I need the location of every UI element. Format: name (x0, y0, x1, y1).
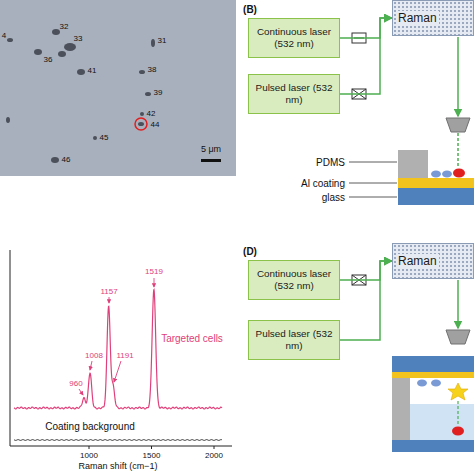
target-cell (452, 427, 464, 436)
chip-fluid (410, 404, 474, 440)
callout-number: 42 (147, 110, 156, 119)
tick-label: 1000 (80, 452, 98, 461)
node-text: Pulsed laser (532 nm) (249, 82, 339, 106)
peak-label: 1008 (85, 352, 103, 361)
laser-path (340, 18, 392, 38)
leader-line (349, 183, 397, 184)
target-cell (453, 169, 465, 178)
scale-bar (201, 159, 221, 162)
microscope-image (0, 0, 236, 176)
scale-label: 5 μm (201, 145, 221, 155)
callout-number: 41 (88, 67, 97, 76)
node-text: Pulsed laser (532 nm) (249, 328, 339, 352)
laser-path (340, 261, 392, 340)
panel-label: (B) (243, 4, 257, 15)
tick-label: 1500 (143, 452, 161, 461)
peak-label: 1157 (100, 288, 117, 297)
objective-lens (446, 330, 470, 344)
chip-glass (392, 356, 474, 372)
laser-box: Continuous laser (532 nm) (248, 18, 340, 58)
panel-label: (D) (243, 246, 257, 257)
spectrum-line (14, 290, 222, 409)
callout-number: 45 (100, 134, 109, 143)
callout-number: 4 (2, 32, 6, 41)
laser-box: Continuous laser (532 nm) (248, 260, 340, 300)
layer-label: Al coating (301, 178, 345, 189)
axis-title: Raman shift (cm−1) (79, 462, 158, 472)
laser-box: Pulsed laser (532 nm) (248, 74, 340, 114)
peak-label: 960 (69, 380, 82, 389)
laser-beam (457, 280, 459, 328)
spectrometer-box: Raman (392, 0, 474, 36)
cell (431, 380, 441, 387)
callout-number: 31 (158, 37, 167, 46)
curve-label: Targeted cells (161, 333, 223, 344)
node-text: Raman (396, 254, 439, 268)
objective-lens (446, 118, 470, 132)
laser-box: Pulsed laser (532 nm) (248, 320, 340, 360)
spectrometer-box: Raman (392, 243, 474, 279)
peak-label: 1519 (145, 268, 163, 277)
callout-number: 44 (151, 121, 160, 130)
cell (431, 171, 441, 178)
laser-beam (457, 37, 459, 116)
laser-path (340, 261, 392, 280)
node-text: Raman (396, 11, 439, 25)
callout-number: 33 (74, 35, 83, 44)
curve-label: Coating background (45, 421, 135, 432)
glass-layer (398, 188, 474, 205)
al-coating-layer (398, 178, 474, 188)
callout-number: 38 (148, 66, 157, 75)
peak-label: 1191 (116, 352, 133, 361)
leader-line (349, 162, 397, 163)
target-circle (135, 118, 147, 130)
y-axis (10, 250, 11, 446)
node-text: Continuous laser (532 nm) (249, 268, 339, 292)
x-axis (10, 446, 232, 447)
pdms-layer (398, 150, 428, 178)
callout-number: 39 (154, 89, 163, 98)
cell (442, 171, 452, 178)
chip-coating (392, 372, 474, 378)
callout-number: 46 (62, 156, 71, 165)
laser-path (340, 18, 392, 94)
layer-label: glass (322, 192, 345, 203)
callout-number: 32 (60, 23, 69, 32)
tick-label: 2000 (205, 452, 223, 461)
particles (6, 29, 155, 163)
layer-label: PDMS (316, 157, 345, 168)
chip-base (392, 440, 474, 452)
background-line (14, 439, 222, 441)
laser-spot (448, 383, 468, 400)
cell (417, 380, 427, 387)
node-text: Continuous laser (532 nm) (249, 26, 339, 50)
callout-number: 36 (44, 56, 53, 65)
peak-arrows (79, 278, 154, 395)
leader-line (349, 197, 397, 198)
